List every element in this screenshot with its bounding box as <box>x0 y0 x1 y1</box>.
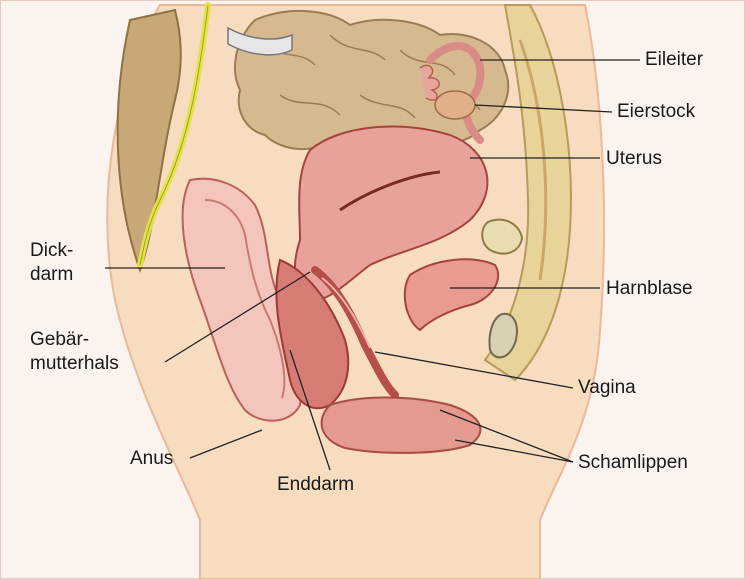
label-eileiter: Eileiter <box>645 49 703 71</box>
label-enddarm: Enddarm <box>277 474 354 496</box>
label-schamlippen: Schamlippen <box>578 452 688 474</box>
label-uterus: Uterus <box>606 148 662 170</box>
ovary <box>435 91 475 119</box>
label-gebaermutterhals-line2: mutterhals <box>30 353 119 375</box>
label-vagina: Vagina <box>578 377 636 399</box>
label-anus: Anus <box>130 448 173 470</box>
label-harnblase: Harnblase <box>606 278 693 300</box>
label-gebaermutterhals-line1: Gebär- <box>30 329 89 351</box>
label-eierstock: Eierstock <box>617 101 695 123</box>
label-dickdarm-line2: darm <box>30 264 73 286</box>
label-dickdarm-line1: Dick- <box>30 240 73 262</box>
